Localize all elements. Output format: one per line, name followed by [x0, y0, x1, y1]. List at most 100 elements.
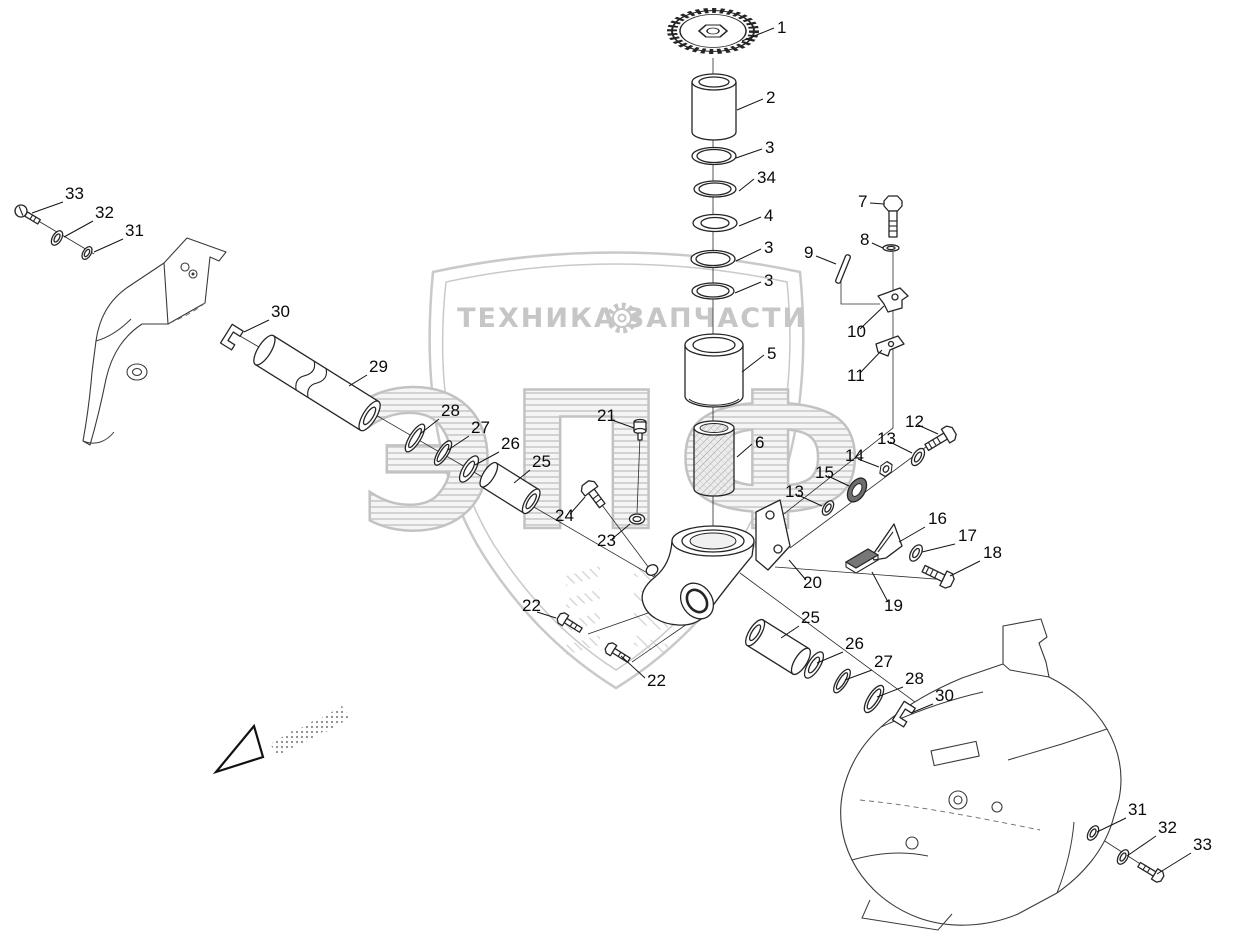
callout-13: 13 — [785, 482, 823, 507]
callout-27: 27 — [844, 652, 893, 681]
part-6-filter — [693, 420, 735, 497]
callout-label: 16 — [928, 509, 947, 528]
part-22-bolt-a — [556, 612, 583, 633]
callout-32: 32 — [63, 203, 114, 238]
callout-17: 17 — [921, 526, 977, 553]
direction-arrow — [212, 706, 350, 775]
part-3-ring-b — [690, 249, 736, 269]
callout-label: 27 — [471, 418, 490, 437]
callout-label: 6 — [755, 433, 764, 452]
part-33-screw-topleft — [14, 204, 41, 225]
part-3-ring-a — [691, 146, 737, 166]
callout-33: 33 — [31, 184, 84, 214]
arrow-stripe — [270, 730, 302, 756]
part-28-ring-left — [404, 423, 426, 453]
part-23-washer — [628, 513, 646, 525]
callout-label: 3 — [764, 271, 773, 290]
part-22-bolt-b — [604, 642, 631, 663]
callout-label: 12 — [905, 412, 924, 431]
callout-31: 31 — [1096, 800, 1147, 833]
callout-5: 5 — [741, 344, 776, 373]
callout-12: 12 — [905, 412, 939, 435]
part-32-washer-topleft — [50, 230, 64, 246]
callout-22: 22 — [522, 596, 557, 619]
callout-label: 4 — [764, 206, 773, 225]
callout-label: 13 — [785, 482, 804, 501]
callout-label: 32 — [95, 203, 114, 222]
part-8-washer — [882, 244, 900, 252]
part-16-bracket — [871, 523, 903, 561]
callout-14: 14 — [845, 446, 880, 468]
part-17-washer — [909, 544, 923, 562]
part-19-clamp — [844, 548, 880, 574]
callout-label: 26 — [501, 434, 520, 453]
callout-labels: 1233443356789101112131415131617181920212… — [31, 18, 1212, 875]
callout-10: 10 — [847, 305, 885, 341]
machine-right-bracket — [840, 618, 1122, 931]
part-housing-elbow — [641, 525, 755, 626]
watermark-brand-right: ЗАПЧАСТИ — [625, 303, 807, 334]
callout-label: 3 — [765, 138, 774, 157]
part-27-ring-left — [433, 440, 453, 466]
callout-label: 9 — [804, 243, 813, 262]
callout-31: 31 — [93, 221, 144, 253]
callout-label: 14 — [845, 446, 864, 465]
callout-9: 9 — [804, 243, 837, 265]
arrow-stripe — [318, 706, 350, 732]
callout-label: 15 — [815, 463, 834, 482]
part-10-bracket — [877, 287, 909, 313]
part-3-ring-c — [691, 282, 735, 300]
part-5-sleeve — [684, 333, 744, 408]
callout-label: 10 — [847, 322, 866, 341]
callout-label: 25 — [801, 608, 820, 627]
part-14-nut — [879, 460, 893, 478]
arrow-stripe — [294, 718, 326, 744]
callout-6: 6 — [736, 433, 764, 458]
callout-label: 1 — [777, 18, 786, 37]
callout-label: 25 — [532, 452, 551, 471]
callout-23: 23 — [597, 523, 631, 550]
callout-18: 18 — [949, 543, 1002, 577]
callout-1: 1 — [741, 18, 786, 42]
part-25-bushing-left — [479, 461, 541, 515]
callout-2: 2 — [736, 88, 775, 111]
callout-label: 30 — [935, 686, 954, 705]
callout-label: 34 — [757, 168, 776, 187]
part-31-washer-topleft — [81, 246, 93, 260]
callout-7: 7 — [858, 192, 885, 211]
callout-29: 29 — [348, 357, 388, 387]
callout-25: 25 — [513, 452, 551, 484]
part-12-bolt — [924, 425, 957, 452]
part-26-ring-right — [803, 651, 825, 679]
part-31-washer-bottomright — [1086, 825, 1100, 841]
part-24-bolt — [580, 480, 606, 509]
callout-label: 31 — [1128, 800, 1147, 819]
callout-22: 22 — [620, 655, 666, 690]
callout-26: 26 — [474, 434, 520, 466]
callout-label: 30 — [271, 302, 290, 321]
callout-8: 8 — [860, 230, 884, 249]
callout-30: 30 — [910, 686, 954, 714]
callout-28: 28 — [419, 401, 460, 435]
callout-30: 30 — [243, 302, 290, 333]
callout-33: 33 — [1156, 835, 1212, 875]
callout-label: 24 — [555, 506, 574, 525]
callout-19: 19 — [871, 571, 903, 615]
part-20-plate — [755, 499, 791, 571]
callout-label: 17 — [958, 526, 977, 545]
callout-label: 19 — [884, 596, 903, 615]
callout-label: 18 — [983, 543, 1002, 562]
callout-label: 32 — [1158, 818, 1177, 837]
part-15-grommet — [846, 477, 868, 503]
callout-label: 21 — [597, 406, 616, 425]
callout-label: 33 — [65, 184, 84, 203]
part-26-ring-left — [458, 455, 480, 483]
callout-3: 3 — [735, 138, 774, 159]
part-1-gear — [667, 8, 759, 54]
watermark-shield: ТЕХНИКА ЗАПЧАСТИ ЭПФ — [356, 251, 866, 690]
callout-11: 11 — [847, 349, 883, 385]
part-9-pin — [835, 254, 851, 284]
callout-label: 22 — [647, 671, 666, 690]
